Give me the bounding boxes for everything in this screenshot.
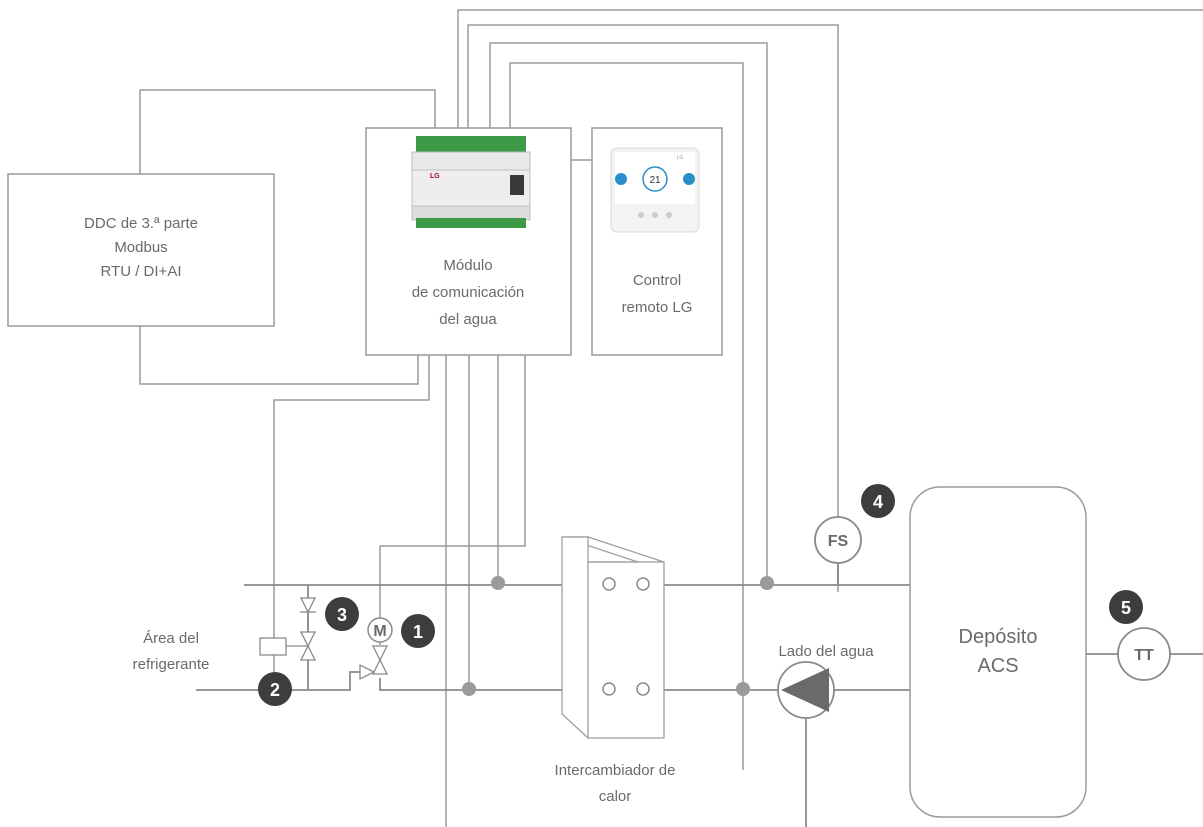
motor-circle: [367, 617, 393, 643]
badge-1-circle: [401, 614, 435, 648]
ddc-line-1: DDC de 3.ª parte: [84, 215, 198, 232]
hx-port: [602, 577, 616, 591]
pump-arrow-icon: [781, 668, 829, 712]
badge-5-number: 5: [1121, 598, 1131, 618]
badge-3-circle: [325, 597, 359, 631]
hx-label-1: Intercambiador de: [555, 762, 676, 779]
remote-temperature: 21: [649, 175, 661, 186]
fs-label: FS: [828, 533, 849, 550]
terminal-strip-bottom: [416, 218, 526, 228]
wire-motor: [379, 355, 526, 645]
remote-line-1: Control: [633, 272, 681, 289]
water-side-label: Lado del agua: [778, 643, 874, 660]
remote-left-icon: [615, 173, 627, 185]
module-device-image: LG: [411, 136, 531, 228]
device-brand: LG: [430, 173, 440, 180]
refrigerant-area-label-1: Área del: [143, 630, 199, 647]
badge-5-circle: [1109, 590, 1143, 624]
badge-2-number: 2: [270, 680, 280, 700]
motor-label: M: [373, 623, 386, 640]
flow-switch: FS: [814, 516, 862, 564]
wire-ddc-bottom: [139, 326, 419, 385]
refrigerant-area-label-2: refrigerante: [133, 656, 210, 673]
junction-dot: [491, 576, 505, 590]
solenoid-valve: [259, 631, 317, 661]
wire-top-4: [509, 62, 744, 770]
tank-line-1: Depósito: [959, 626, 1038, 648]
remote-dial: [642, 166, 668, 192]
junction-dot: [760, 576, 774, 590]
tt-label: TT: [1134, 647, 1154, 664]
wire-top-3: [489, 42, 768, 582]
module-line-3: del agua: [439, 311, 497, 328]
tank-frame: [909, 486, 1087, 818]
badge-3-number: 3: [337, 605, 347, 625]
temperature-transmitter: TT: [1117, 627, 1171, 681]
solenoid-valve-bottom-icon: [299, 644, 317, 661]
pump: [777, 661, 835, 719]
device-qr: [510, 175, 524, 195]
ddc-line-3: RTU / DI+AI: [101, 263, 182, 280]
badge-3: 3: [325, 597, 359, 631]
terminal-strip-top: [416, 136, 526, 154]
badge-5: 5: [1109, 590, 1143, 624]
ddc-box: DDC de 3.ª parte Modbus RTU / DI+AI: [7, 173, 275, 327]
junction-dot: [462, 682, 476, 696]
remote-box: 21 LG Control remoto LG: [591, 127, 723, 356]
remote-device-image: 21 LG: [610, 147, 700, 233]
wire-fs: [467, 24, 839, 592]
ddc-frame: [7, 173, 275, 327]
junction-dot: [736, 682, 750, 696]
hx-port: [636, 682, 650, 696]
badge-2: 2: [258, 672, 292, 706]
heat-exchanger: Intercambiador de calor: [555, 536, 676, 805]
module-box: LG Módulo de comunicación del agua: [365, 127, 572, 356]
wire-top-1: [457, 9, 1203, 128]
hx-port: [602, 682, 616, 696]
badge-4-number: 4: [873, 492, 883, 512]
valve-check: [299, 597, 317, 628]
motor-valve-side-icon: [359, 663, 376, 681]
remote-button: [666, 212, 672, 218]
badge-4: 4: [861, 484, 895, 518]
remote-right-icon: [683, 173, 695, 185]
motorized-valve: M: [359, 617, 393, 681]
check-valve-icon: [299, 597, 317, 614]
wire-valve-2: [273, 355, 430, 672]
hx-side-face: [561, 536, 589, 740]
motor-valve-top-icon: [371, 645, 389, 662]
hx-front-face: [587, 561, 665, 739]
solenoid-valve-top-icon: [299, 631, 317, 648]
remote-button: [652, 212, 658, 218]
badge-1-number: 1: [413, 622, 423, 642]
remote-button: [638, 212, 644, 218]
tank-line-2: ACS: [977, 655, 1018, 677]
control-wiring: [139, 9, 1203, 827]
module-line-2: de comunicación: [412, 284, 525, 301]
hx-port: [636, 577, 650, 591]
remote-brand: LG: [677, 155, 684, 161]
hx-label-2: calor: [599, 788, 632, 805]
device-bottom-panel: [411, 205, 531, 221]
fs-circle: [814, 516, 862, 564]
badge-4-circle: [861, 484, 895, 518]
badge-2-circle: [258, 672, 292, 706]
wire-ddc-top: [139, 89, 436, 174]
remote-line-2: remoto LG: [622, 299, 693, 316]
ddc-line-2: Modbus: [114, 239, 167, 256]
dhw-tank: Depósito ACS: [909, 486, 1087, 818]
module-line-1: Módulo: [443, 257, 492, 274]
motor-valve-bottom-icon: [371, 658, 389, 675]
badge-1: 1: [401, 614, 435, 648]
tt-circle: [1117, 627, 1171, 681]
device-top-panel: [411, 151, 531, 173]
solenoid-coil-icon: [259, 637, 287, 656]
